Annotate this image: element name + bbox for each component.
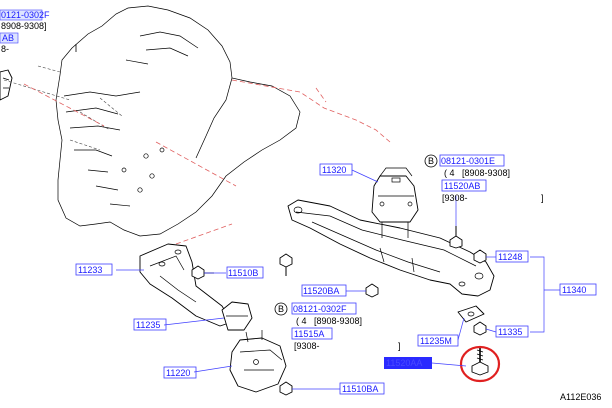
bracket-11233 — [139, 243, 233, 327]
transmission-outline — [3, 5, 301, 237]
label-11520aa[interactable]: 11520AA — [386, 358, 422, 368]
rear-mount — [371, 167, 419, 238]
nut-11335 — [473, 321, 487, 336]
r2-close: ] — [398, 341, 401, 351]
nut-11520ba — [365, 283, 379, 298]
r1-close: ] — [541, 193, 544, 203]
r2-later: [9308- — [294, 341, 320, 351]
top-left-ab[interactable]: AB — [2, 33, 14, 43]
label-11248[interactable]: 11248 — [498, 252, 522, 262]
r1-qty: ( 4 — [444, 168, 455, 178]
bolt-11520aa[interactable] — [459, 345, 501, 383]
label-11235m[interactable]: 11235M — [420, 336, 452, 346]
label-11515a[interactable]: 11515A — [294, 329, 324, 339]
label-11320[interactable]: 11320 — [322, 165, 346, 175]
nut-11248 — [473, 249, 487, 264]
label-11335[interactable]: 11335 — [498, 327, 522, 337]
label-11510b[interactable]: 11510B — [228, 268, 258, 278]
label-11510ba[interactable]: 11510BA — [342, 384, 378, 394]
mount-11220 — [229, 330, 287, 393]
b-callout-2: B — [274, 302, 288, 316]
bolt-11510b — [191, 265, 214, 280]
b-circle-2-label: B — [278, 304, 284, 314]
leader-lines — [116, 169, 560, 390]
figure-id: A112E036 — [560, 392, 601, 402]
label-11340[interactable]: 11340 — [562, 285, 586, 295]
nut-11510ba — [279, 381, 293, 396]
r2-range: [8908-9308] — [314, 316, 362, 326]
washer-11235m — [457, 305, 485, 323]
label-11220[interactable]: 11220 — [166, 368, 190, 378]
b-circle-1-label: B — [428, 156, 434, 166]
r1-range: [8908-9308] — [462, 168, 510, 178]
top-left-range: 8908-9308] — [1, 21, 47, 31]
crossmember — [287, 199, 495, 297]
label-08121-0301e[interactable]: 08121-0301E — [441, 156, 495, 166]
r2-qty: ( 4 — [296, 316, 307, 326]
top-left-reference: 0121-0302F 8908-9308] 8- AB — [0, 9, 77, 54]
bolt-11520ab — [449, 226, 463, 249]
label-11235[interactable]: 11235 — [136, 320, 160, 330]
bolt-upper — [279, 253, 293, 276]
label-11520ba[interactable]: 11520BA — [303, 286, 339, 296]
phantom-leaders — [23, 79, 391, 245]
left-edge-bracket — [0, 69, 13, 101]
top-left-code[interactable]: 0121-0302F — [1, 10, 50, 20]
mount-11235 — [221, 301, 253, 331]
b-callout-1: B — [424, 154, 438, 168]
label-11233[interactable]: 11233 — [78, 265, 102, 275]
label-08121-0302f[interactable]: 08121-0302F — [293, 304, 347, 314]
r1-later: [9308- — [442, 193, 468, 203]
top-left-b: 8- — [1, 44, 9, 54]
highlight-circle — [459, 345, 501, 383]
label-11520ab[interactable]: 11520AB — [444, 181, 480, 191]
part-labels: 11320 08121-0301E ( 4 [8908-9308] 11520A… — [75, 154, 601, 402]
